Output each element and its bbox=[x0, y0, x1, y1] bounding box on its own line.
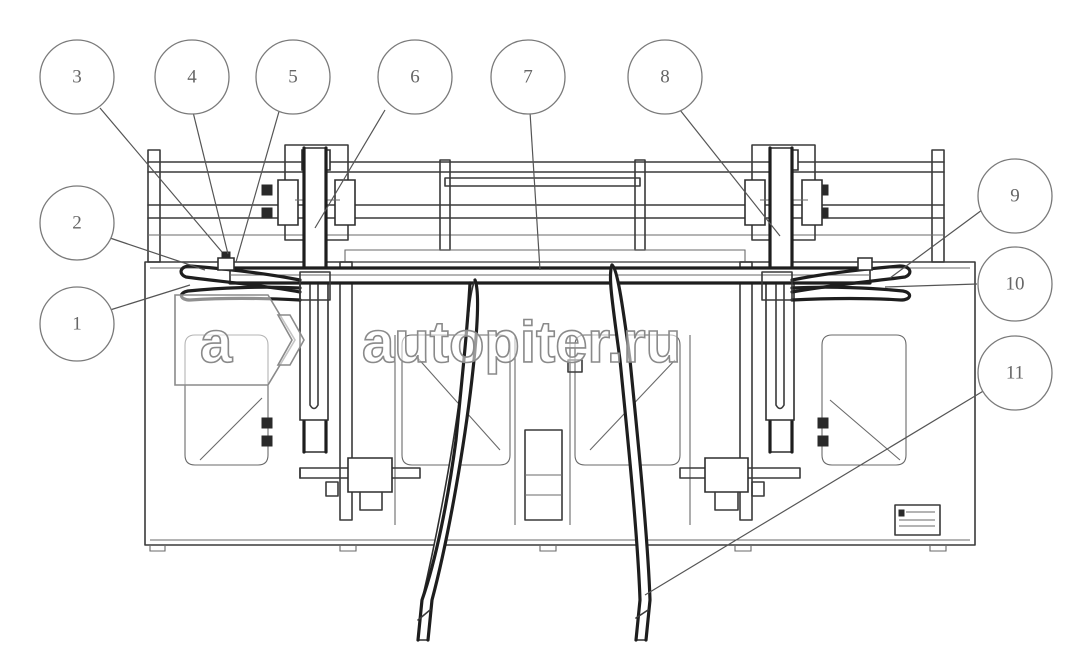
callout-label: 10 bbox=[1006, 274, 1025, 295]
callout-6: 6 bbox=[377, 39, 453, 115]
callout-8: 8 bbox=[627, 39, 703, 115]
tine-left bbox=[416, 278, 480, 642]
callout-label: 9 bbox=[1010, 186, 1020, 207]
callout-7: 7 bbox=[490, 39, 566, 115]
callout-label: 4 bbox=[187, 67, 197, 88]
frame bbox=[144, 149, 976, 552]
svg-text:a: a bbox=[200, 310, 233, 375]
callout-label: 8 bbox=[660, 67, 670, 88]
tine-right bbox=[608, 263, 652, 642]
callout-10: 10 bbox=[977, 246, 1053, 322]
callout-2: 2 bbox=[39, 185, 115, 261]
callout-label: 6 bbox=[410, 67, 420, 88]
vertical-tube-left bbox=[299, 146, 329, 454]
callout-9: 9 bbox=[977, 158, 1053, 234]
cross-bar bbox=[228, 266, 872, 285]
watermark-logo: a autopiter.ru bbox=[174, 294, 682, 386]
callout-5: 5 bbox=[255, 39, 331, 115]
lower-bracket-left bbox=[299, 457, 421, 511]
callout-label: 3 bbox=[72, 67, 82, 88]
callout-label: 1 bbox=[72, 314, 82, 335]
handle-right bbox=[761, 257, 912, 302]
callout-label: 7 bbox=[523, 67, 533, 88]
callout-label: 11 bbox=[1006, 363, 1024, 384]
watermark-text: autopiter.ru bbox=[362, 310, 681, 375]
leader-lines bbox=[99, 107, 986, 596]
callout-1: 1 bbox=[39, 286, 115, 362]
callout-11: 11 bbox=[977, 335, 1053, 411]
callout-3: 3 bbox=[39, 39, 115, 115]
callout-4: 4 bbox=[154, 39, 230, 115]
lower-bracket-right bbox=[679, 457, 801, 511]
callout-label: 5 bbox=[288, 67, 298, 88]
callout-label: 2 bbox=[72, 213, 82, 234]
